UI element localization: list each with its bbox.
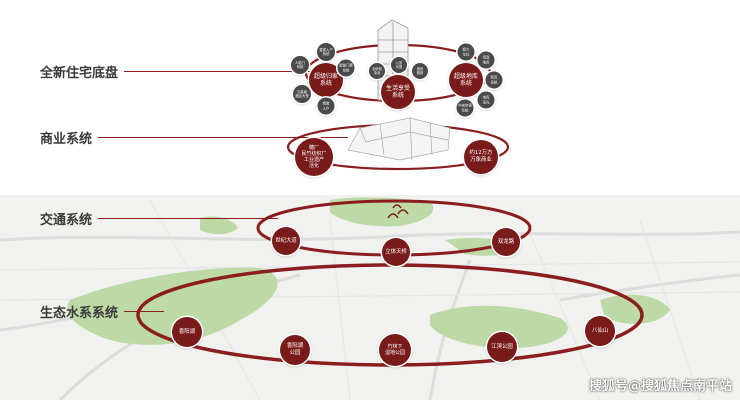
level-label-traffic: 交通系统 — [0, 209, 279, 228]
node-commercial-mall: 约12万方 万象商业 — [464, 140, 498, 174]
node-traffic-shuanglong-road: 双龙路 — [492, 228, 520, 256]
level-title: 交通系统 — [40, 213, 93, 228]
level-label-ecology: 生态水系系统 — [0, 302, 165, 321]
node-residential-small: 健身 跑道 — [412, 63, 428, 79]
node-residential-small: 五星级 酒店大堂 — [293, 85, 311, 103]
node-traffic-century-avenue: 世纪大道 — [272, 227, 300, 255]
node-residential-small: 人脸门 系统 — [291, 56, 309, 74]
node-residential-small: 恒温 地库 — [477, 51, 495, 69]
level-title: 全新住宅底盘 — [40, 66, 119, 81]
node-ecology-wetland-park: 竹林下 湿地公园 — [379, 334, 411, 366]
commercial-buildings — [347, 117, 451, 161]
node-residential-small: 新风 系统 — [485, 71, 503, 89]
node-residential-small: 精装 入户 — [317, 97, 335, 115]
node-residential-small: 全龄段 泳池 — [369, 63, 385, 79]
node-residential-lifestyle: 生活享受 系统 — [381, 75, 415, 109]
node-residential-small: 儿童 乐园 — [391, 57, 407, 73]
node-traffic-overpass: 立体天桥 — [382, 238, 410, 266]
node-ecology-baxian-mountain: 八仙山 — [585, 316, 615, 346]
bridge-icon — [387, 204, 409, 219]
node-commercial-heritage: 糖厂 民竹纺织厂 工业遗产 活化 — [295, 138, 333, 176]
node-residential-small: 地库 采光 — [477, 91, 495, 109]
node-ecology-lake-park: 香阳湖 公园 — [280, 335, 310, 365]
watermark: 搜狐号@搜狐焦点南平站 — [588, 379, 732, 394]
level-title: 生态水系系统 — [40, 306, 119, 321]
node-residential-small: 智能门禁 系统 — [337, 59, 355, 77]
node-residential-garage: 超级地库 系统 — [449, 63, 483, 97]
node-residential-homecoming: 超级归家 系统 — [309, 63, 343, 97]
label-leader-line — [98, 218, 279, 219]
node-residential-small: 直梯入户 系统 — [317, 43, 335, 61]
node-ecology-riverside-park: 江滨公园 — [487, 332, 517, 362]
node-ecology-lake: 香阳湖 — [172, 317, 202, 347]
label-leader-line — [124, 311, 165, 312]
level-label-commercial: 商业系统 — [0, 128, 349, 147]
label-leader-line — [124, 71, 355, 72]
level-label-residential: 全新住宅底盘 — [0, 62, 355, 81]
node-residential-small: 超大 车位 — [457, 43, 475, 61]
node-residential-small: 中央空调 系统 — [456, 99, 474, 117]
level-title: 商业系统 — [40, 132, 93, 147]
label-leader-line — [98, 137, 349, 138]
